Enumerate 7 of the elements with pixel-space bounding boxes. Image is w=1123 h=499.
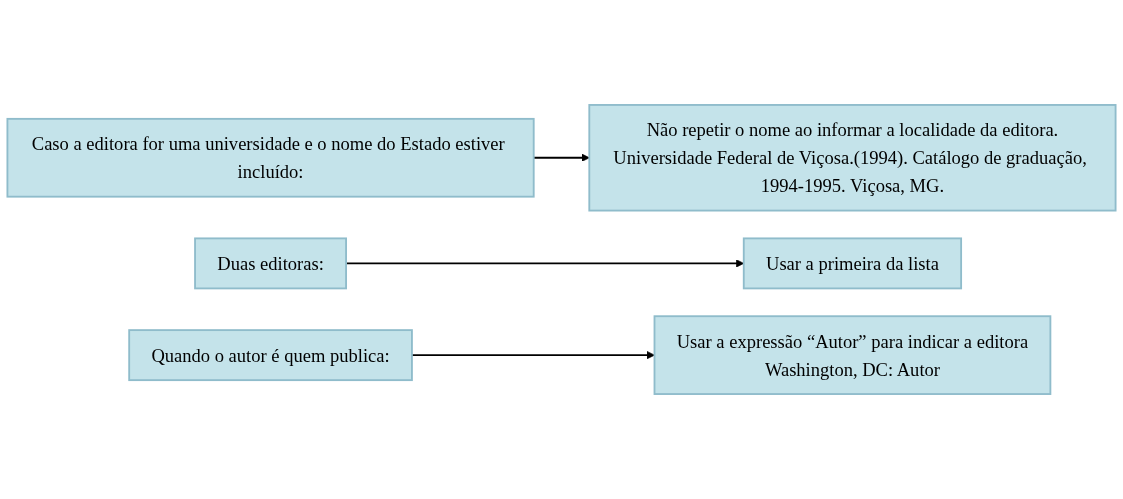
node-box: Quando o autor é quem publica: (128, 329, 413, 382)
node-box: Não repetir o nome ao informar a localidade da editora. Universidade Federal de Viçosa.(1994). Catálogo de graduação, 1994-1995. Viçosa, MG. (588, 104, 1117, 212)
node-box: Caso a editora for uma universidade e o nome do Estado estiver incluído: (6, 117, 535, 198)
node-box: Usar a primeira da lista (742, 237, 963, 290)
arrow (411, 351, 655, 360)
node-box: Usar a expressão “Autor” para indicar a editora Washington, DC: Autor (653, 315, 1052, 395)
node-box: Duas editoras: (194, 237, 347, 290)
